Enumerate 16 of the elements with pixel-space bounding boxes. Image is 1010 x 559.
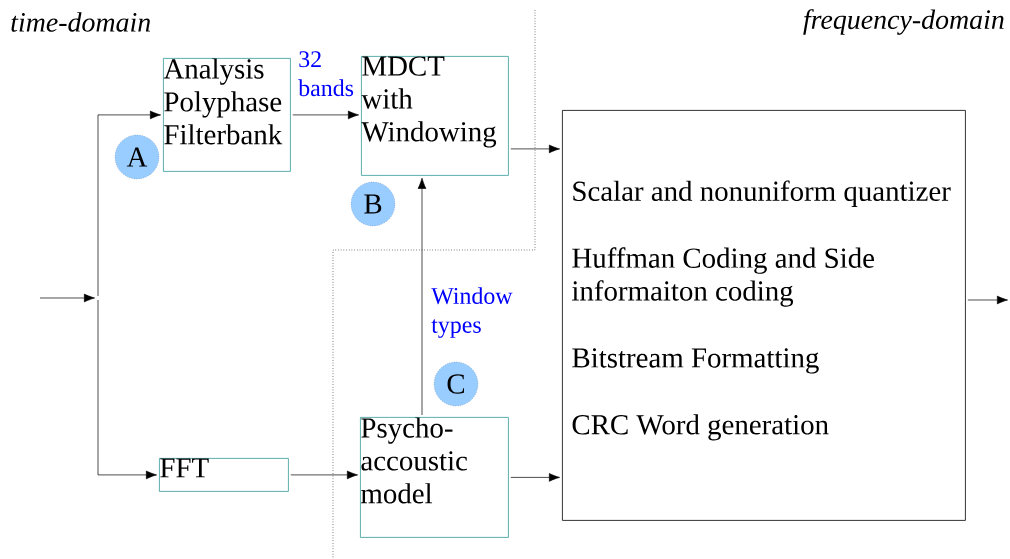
- domain-label: frequency-domain: [803, 9, 1004, 35]
- arrow: [290, 470, 358, 480]
- arrow: [967, 295, 1008, 305]
- process-box: Psycho-accoustic model: [360, 417, 509, 538]
- arrow: [39, 293, 95, 303]
- process-box: Scalar and nonuniform quantizer Huffman Coding and Side informaiton coding Bitstream Formatting CRC Word generation: [562, 110, 966, 521]
- edge-label: Window types: [430, 286, 528, 339]
- domain-label: time-domain: [11, 12, 151, 32]
- arrow: [510, 473, 560, 482]
- arrow: [97, 110, 161, 297]
- arrow: [97, 299, 157, 480]
- arrow: [510, 144, 560, 154]
- process-box: FFT: [159, 458, 289, 492]
- arrow: [292, 110, 359, 120]
- arrow: [417, 177, 427, 416]
- edge-label: 32 bands: [297, 50, 358, 98]
